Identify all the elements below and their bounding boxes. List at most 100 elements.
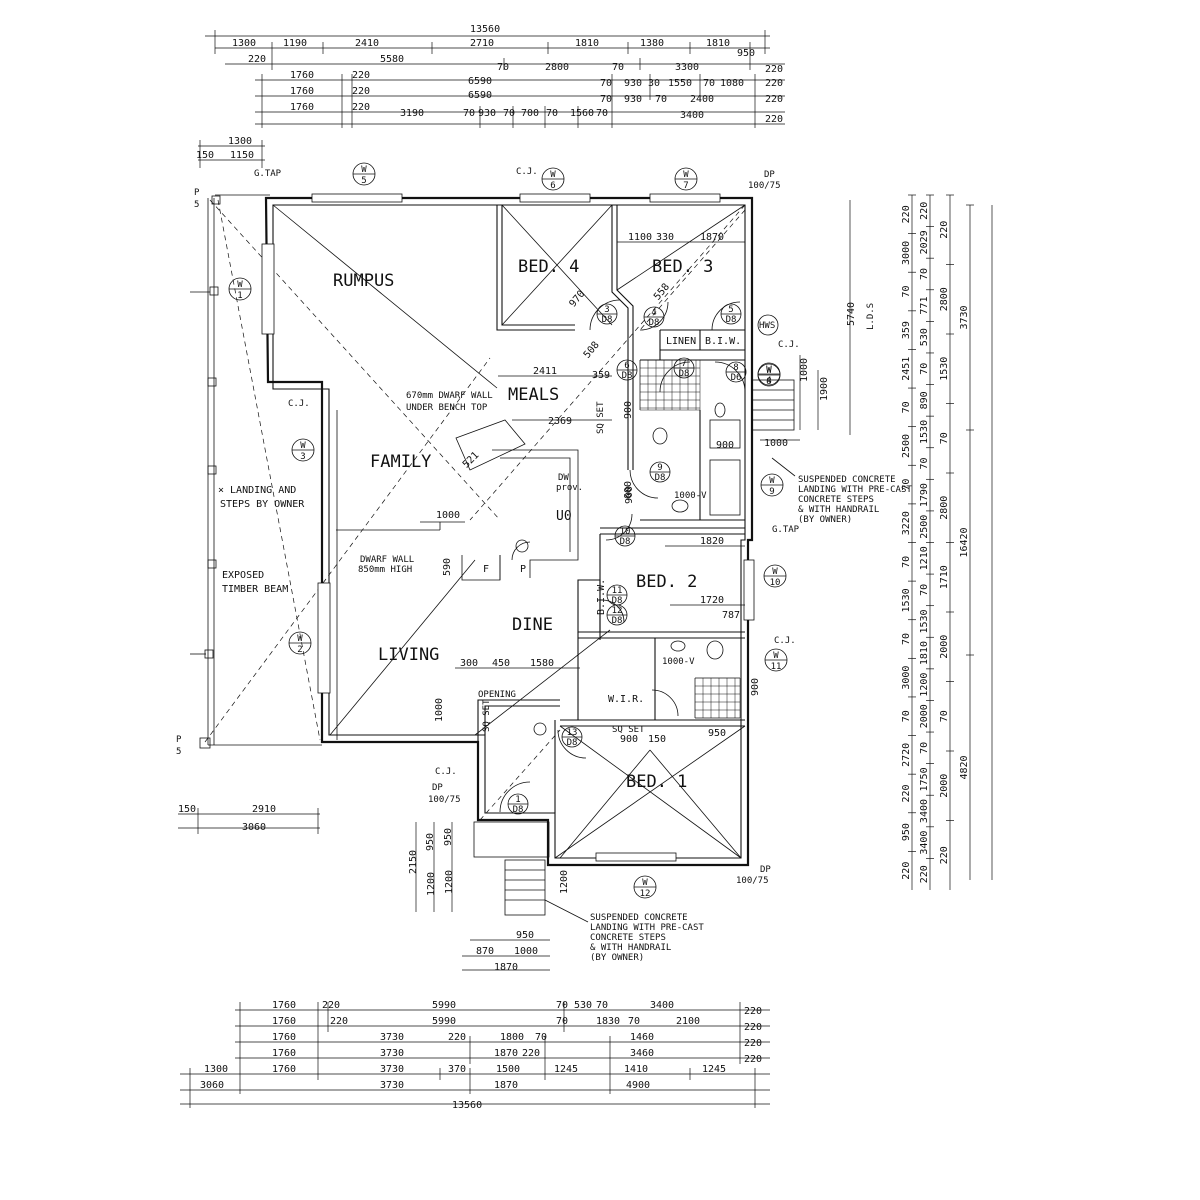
svg-text:220: 220 [744,1006,762,1017]
svg-text:70: 70 [546,108,558,119]
svg-text:3000: 3000 [901,241,912,265]
svg-text:1760: 1760 [272,1032,296,1043]
svg-text:100/75: 100/75 [748,181,781,191]
room-linen: LINEN [666,336,696,347]
svg-text:P: P [194,188,200,198]
svg-text:3400: 3400 [919,799,930,823]
svg-text:5580: 5580 [380,54,404,65]
svg-text:EXPOSED: EXPOSED [222,570,264,581]
svg-text:1300: 1300 [204,1064,228,1075]
left-top-dims: 1300 150 1150 G.TAP [196,136,282,179]
svg-text:700: 700 [521,108,539,119]
svg-text:70: 70 [503,108,515,119]
svg-text:6: 6 [550,181,555,191]
svg-text:220: 220 [744,1038,762,1049]
svg-text:L.D.S: L.D.S [866,303,876,330]
svg-text:D8: D8 [679,369,690,379]
svg-text:1410: 1410 [624,1064,648,1075]
dim-bottom-overall: 13560 [452,1100,482,1111]
svg-text:220: 220 [744,1054,762,1065]
svg-text:900: 900 [620,734,638,745]
window-tag-2: W2 [288,631,312,655]
svg-text:D8: D8 [612,596,623,606]
room-uo: U0 [556,509,572,524]
svg-text:787: 787 [722,610,740,621]
svg-text:1750: 1750 [919,767,930,791]
svg-text:1810: 1810 [919,641,930,665]
svg-text:220: 220 [352,102,370,113]
svg-text:3190: 3190 [400,108,424,119]
svg-text:70: 70 [901,286,912,298]
dim-bottom-row5: 1300 1760 3730 370 1500 1245 1410 1245 [204,1064,726,1075]
svg-text:220: 220 [765,64,783,75]
svg-text:1870: 1870 [494,962,518,973]
svg-text:1760: 1760 [290,70,314,81]
svg-text:3000: 3000 [901,666,912,690]
room-bed1: BED. 1 [626,772,687,792]
note-suspended-right: SUSPENDED CONCRETE LANDING WITH PRE-CAST… [798,475,912,525]
svg-text:16420: 16420 [959,527,970,557]
svg-text:70: 70 [901,401,912,413]
svg-text:1820: 1820 [700,536,724,547]
dim-bottom-row3: 1760 3730 220 1800 70 1460 220 [272,1032,762,1049]
door-tag-8: 8D6 [725,361,747,383]
svg-text:C.J.: C.J. [778,340,800,350]
svg-text:1760: 1760 [290,86,314,97]
dim-top-row1: 1300 1190 2410 2710 1810 1380 1810 950 [232,38,755,59]
room-hws: HWS [759,321,775,331]
room-pantry: P [520,564,526,575]
room-labels: RUMPUS BED. 4 BED. 3 MEALS FAMILY BED. 2… [333,257,775,792]
svg-text:1870: 1870 [494,1048,518,1059]
svg-text:SQ SET: SQ SET [596,401,606,434]
window-tag-9: W9 [760,473,784,497]
svg-text:3730: 3730 [959,305,970,329]
window-tag-8: W8 [757,363,781,387]
svg-text:1200: 1200 [444,870,455,894]
svg-text:1760: 1760 [272,1048,296,1059]
svg-text:D8: D8 [620,537,631,547]
room-fridge: F [483,564,489,575]
svg-text:1210: 1210 [919,546,930,570]
room-bed4: BED. 4 [518,257,579,277]
svg-text:W: W [300,441,306,451]
svg-text:220: 220 [352,86,370,97]
svg-text:3060: 3060 [242,822,266,833]
svg-text:3: 3 [300,452,305,462]
room-biw2: B.I.W. [596,579,607,615]
door-tag-5: 5D8 [720,303,742,325]
svg-text:70: 70 [556,1016,568,1027]
svg-text:D6: D6 [731,373,742,383]
front-steps [473,821,550,916]
svg-text:1870: 1870 [700,232,724,243]
svg-text:220: 220 [744,1022,762,1033]
svg-text:1710: 1710 [939,565,950,589]
svg-text:590: 590 [442,558,453,576]
svg-text:2150: 2150 [408,850,419,874]
svg-text:13: 13 [567,728,578,738]
svg-text:DW: DW [558,473,569,483]
svg-text:LANDING WITH PRE-CAST: LANDING WITH PRE-CAST [798,485,912,495]
svg-text:1760: 1760 [290,102,314,113]
svg-text:220: 220 [901,862,912,880]
dim-top-row3: 1760 220 6590 70 930 30 1550 70 1080 220 [290,70,783,89]
svg-text:11: 11 [771,662,782,672]
svg-text:2800: 2800 [939,287,950,311]
svg-text:950: 950 [425,833,436,851]
dim-right-col2: 2202029707715307089015307017902500121070… [919,194,934,883]
svg-text:W: W [642,878,648,888]
svg-text:70: 70 [919,584,930,596]
bottom-dimension-strings: 1760 220 5990 70 530 70 3400 220 1760 22… [180,1000,770,1111]
svg-text:9: 9 [769,487,774,497]
svg-text:1550: 1550 [668,78,692,89]
svg-text:UNDER BENCH TOP: UNDER BENCH TOP [406,403,488,413]
svg-text:220: 220 [919,865,930,883]
svg-text:1000: 1000 [764,438,788,449]
svg-text:220: 220 [939,846,950,864]
svg-text:D8: D8 [622,371,633,381]
svg-text:70: 70 [901,710,912,722]
svg-text:7: 7 [681,359,686,369]
svg-text:1000: 1000 [514,946,538,957]
note-suspended-bottom: SUSPENDED CONCRETE LANDING WITH PRE-CAST… [590,913,704,963]
svg-text:2410: 2410 [355,38,379,49]
